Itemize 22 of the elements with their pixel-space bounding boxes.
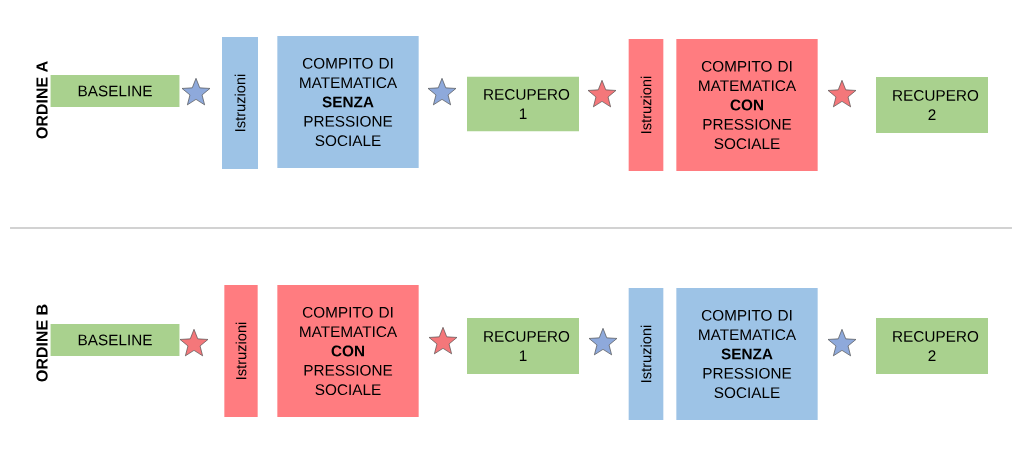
- instruction-bar: Istruzioni: [224, 285, 258, 417]
- instruction-bar: Istruzioni: [628, 39, 664, 171]
- phase-box: BASELINE: [50, 75, 180, 107]
- star-marker: [428, 327, 458, 355]
- instruction-bar: Istruzioni: [222, 37, 258, 169]
- star-marker: [179, 329, 209, 357]
- phase-box: RECUPERO 2: [876, 77, 988, 133]
- task-box: COMPITO DI MATEMATICA SENZA PRESSIONE SOCIALE: [277, 36, 419, 168]
- task-box: COMPITO DI MATEMATICA CON PRESSIONE SOCIALE: [676, 39, 818, 171]
- phase-box: RECUPERO 1: [467, 318, 579, 374]
- star-marker: [827, 329, 857, 357]
- star-marker: [587, 80, 617, 108]
- phase-box: RECUPERO 1: [467, 76, 579, 132]
- task-box: COMPITO DI MATEMATICA SENZA PRESSIONE SOCIALE: [676, 288, 818, 420]
- task-box: COMPITO DI MATEMATICA CON PRESSIONE SOCIALE: [277, 285, 419, 417]
- instruction-bar: Istruzioni: [628, 288, 664, 420]
- star-marker: [181, 78, 211, 106]
- star-marker: [588, 328, 618, 356]
- phase-box: BASELINE: [50, 324, 180, 356]
- star-marker: [427, 78, 457, 106]
- phase-box: RECUPERO 2: [876, 318, 988, 374]
- star-marker: [827, 80, 857, 108]
